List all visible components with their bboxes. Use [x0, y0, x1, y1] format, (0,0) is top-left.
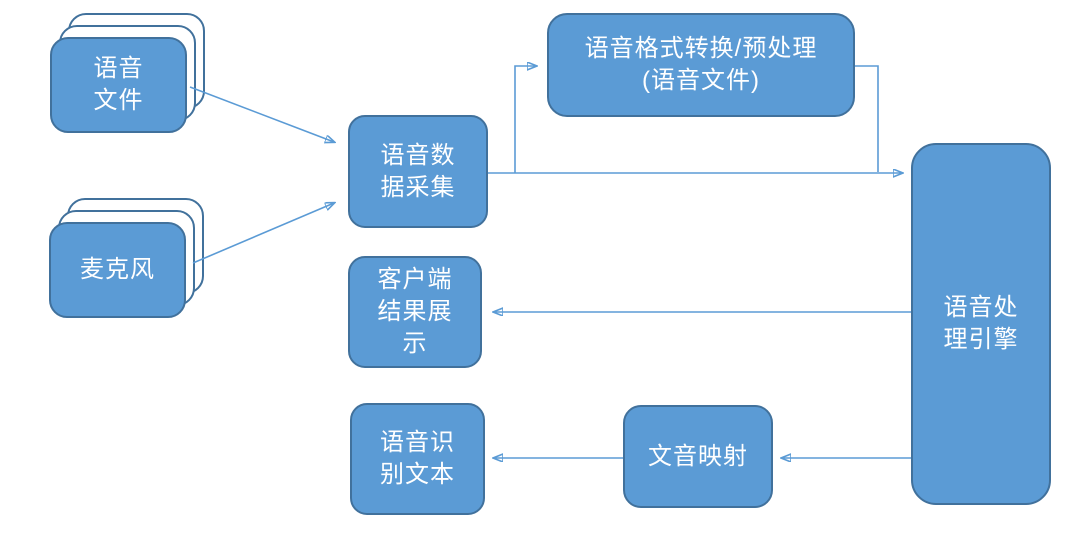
- edge-microphone-to-collection-arrow: [192, 203, 334, 264]
- node-voice-files-stack: 语音 文件: [50, 13, 210, 135]
- node-format-conversion: 语音格式转换/预处理 (语音文件): [547, 13, 855, 117]
- edge-format-conversion-to-engine-line: [855, 65, 879, 172]
- node-text-sound-mapping: 文音映射: [623, 405, 773, 508]
- node-microphone-stack: 麦克风: [49, 198, 209, 320]
- node-processing-engine: 语音处 理引擎: [911, 143, 1051, 505]
- node-recognition-text: 语音识 别文本: [350, 403, 485, 515]
- node-client-display: 客户端 结果展 示: [348, 256, 482, 368]
- edge-voice-files-to-collection-arrow: [189, 86, 334, 142]
- node-microphone: 麦克风: [49, 222, 186, 318]
- node-voice-files: 语音 文件: [50, 37, 187, 133]
- edge-collection-to-format-conversion-arrow: [514, 66, 536, 173]
- node-data-collection: 语音数 据采集: [348, 115, 488, 228]
